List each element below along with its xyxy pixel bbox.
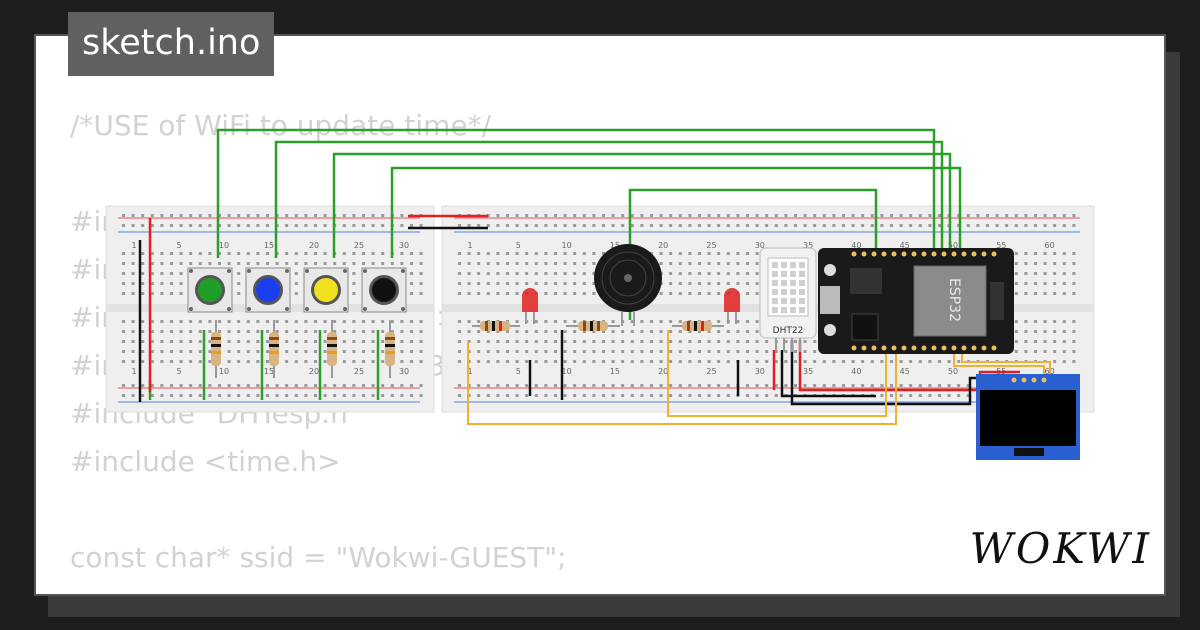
button-cap[interactable] [314, 278, 338, 302]
breadboard-column-number: 15 [610, 241, 620, 250]
push-button[interactable] [187, 267, 233, 313]
green-signal-wires[interactable] [148, 128, 962, 400]
esp32-label: ESP32 [946, 278, 962, 322]
buzzer [594, 244, 662, 326]
dht22-label: DHT22 [773, 326, 804, 336]
breadboard-column-number: 5 [176, 241, 181, 250]
breadboard-column-number: 45 [900, 367, 910, 376]
breadboard-column-number: 40 [851, 367, 861, 376]
resistor-buzzer [566, 321, 620, 331]
breadboard-column-number: 20 [658, 367, 668, 376]
esp32-board[interactable]: ESP32 [818, 248, 1014, 354]
breadboard-column-number: 10 [219, 367, 229, 376]
breadboard-column-number: 20 [309, 241, 319, 250]
breadboard-column-number: 1 [467, 367, 472, 376]
breadboard-column-number: 55 [996, 241, 1006, 250]
breadboard-column-number: 60 [1045, 241, 1055, 250]
button-cap[interactable] [198, 278, 222, 302]
breadboard-column-number: 50 [948, 367, 958, 376]
breadboard-column-number: 5 [516, 367, 521, 376]
breadboard-column-number: 30 [755, 241, 765, 250]
breadboard-column-number: 35 [803, 241, 813, 250]
breadboard-column-number: 5 [176, 367, 181, 376]
button-cap[interactable] [256, 278, 280, 302]
resistor-led-1 [472, 321, 520, 331]
led-red-1 [522, 288, 538, 324]
oled-display [976, 374, 1080, 460]
breadboard-column-number: 10 [562, 367, 572, 376]
breadboard-column-number: 30 [399, 241, 409, 250]
push-buttons[interactable] [187, 267, 407, 313]
push-button[interactable] [245, 267, 291, 313]
breadboard-column-number: 20 [658, 241, 668, 250]
button-cap[interactable] [372, 278, 396, 302]
dht22-sensor: DHT22 [759, 247, 817, 352]
file-name-badge: sketch.ino [68, 12, 275, 76]
breadboard-column-number: 20 [309, 367, 319, 376]
code-line: const char* ssid = "Wokwi-GUEST"; [70, 541, 567, 574]
breadboard-column-number: 30 [755, 367, 765, 376]
orange-wires[interactable] [467, 330, 1051, 425]
resistors-pull-down [211, 320, 395, 378]
push-button[interactable] [303, 267, 349, 313]
code-line: /*USE of WiFi to update time*/ [70, 109, 492, 142]
breadboard-column-number: 35 [803, 367, 813, 376]
code-line: #include <time.h> [70, 445, 341, 478]
push-button[interactable] [361, 267, 407, 313]
breadboard-column-number: 50 [948, 241, 958, 250]
breadboard-column-number: 25 [706, 367, 716, 376]
breadboard-column-number: 5 [516, 241, 521, 250]
breadboard-column-number: 25 [354, 367, 364, 376]
breadboard-column-number: 40 [851, 241, 861, 250]
breadboard-column-number: 30 [399, 367, 409, 376]
breadboard-column-number: 10 [562, 241, 572, 250]
resistor-led-2 [672, 321, 724, 331]
breadboard-column-number: 25 [706, 241, 716, 250]
breadboard-column-number: 45 [900, 241, 910, 250]
breadboard-column-number: 1 [467, 241, 472, 250]
breadboard-column-number: 15 [264, 241, 274, 250]
breadboard-column-number: 25 [354, 241, 364, 250]
led-red-2 [724, 288, 740, 324]
wokwi-logo: WOKWI [969, 524, 1152, 573]
breadboard-column-number: 1 [131, 367, 136, 376]
breadboard-column-number: 10 [219, 241, 229, 250]
code-line: const char* password = ""; [70, 582, 567, 594]
breadboard-column-number: 1 [131, 241, 136, 250]
breadboard-column-number: 15 [264, 367, 274, 376]
breadboard-right-column-numbers: 1155101015152020252530303535404045455050… [467, 241, 1054, 376]
breadboard-column-number: 15 [610, 367, 620, 376]
